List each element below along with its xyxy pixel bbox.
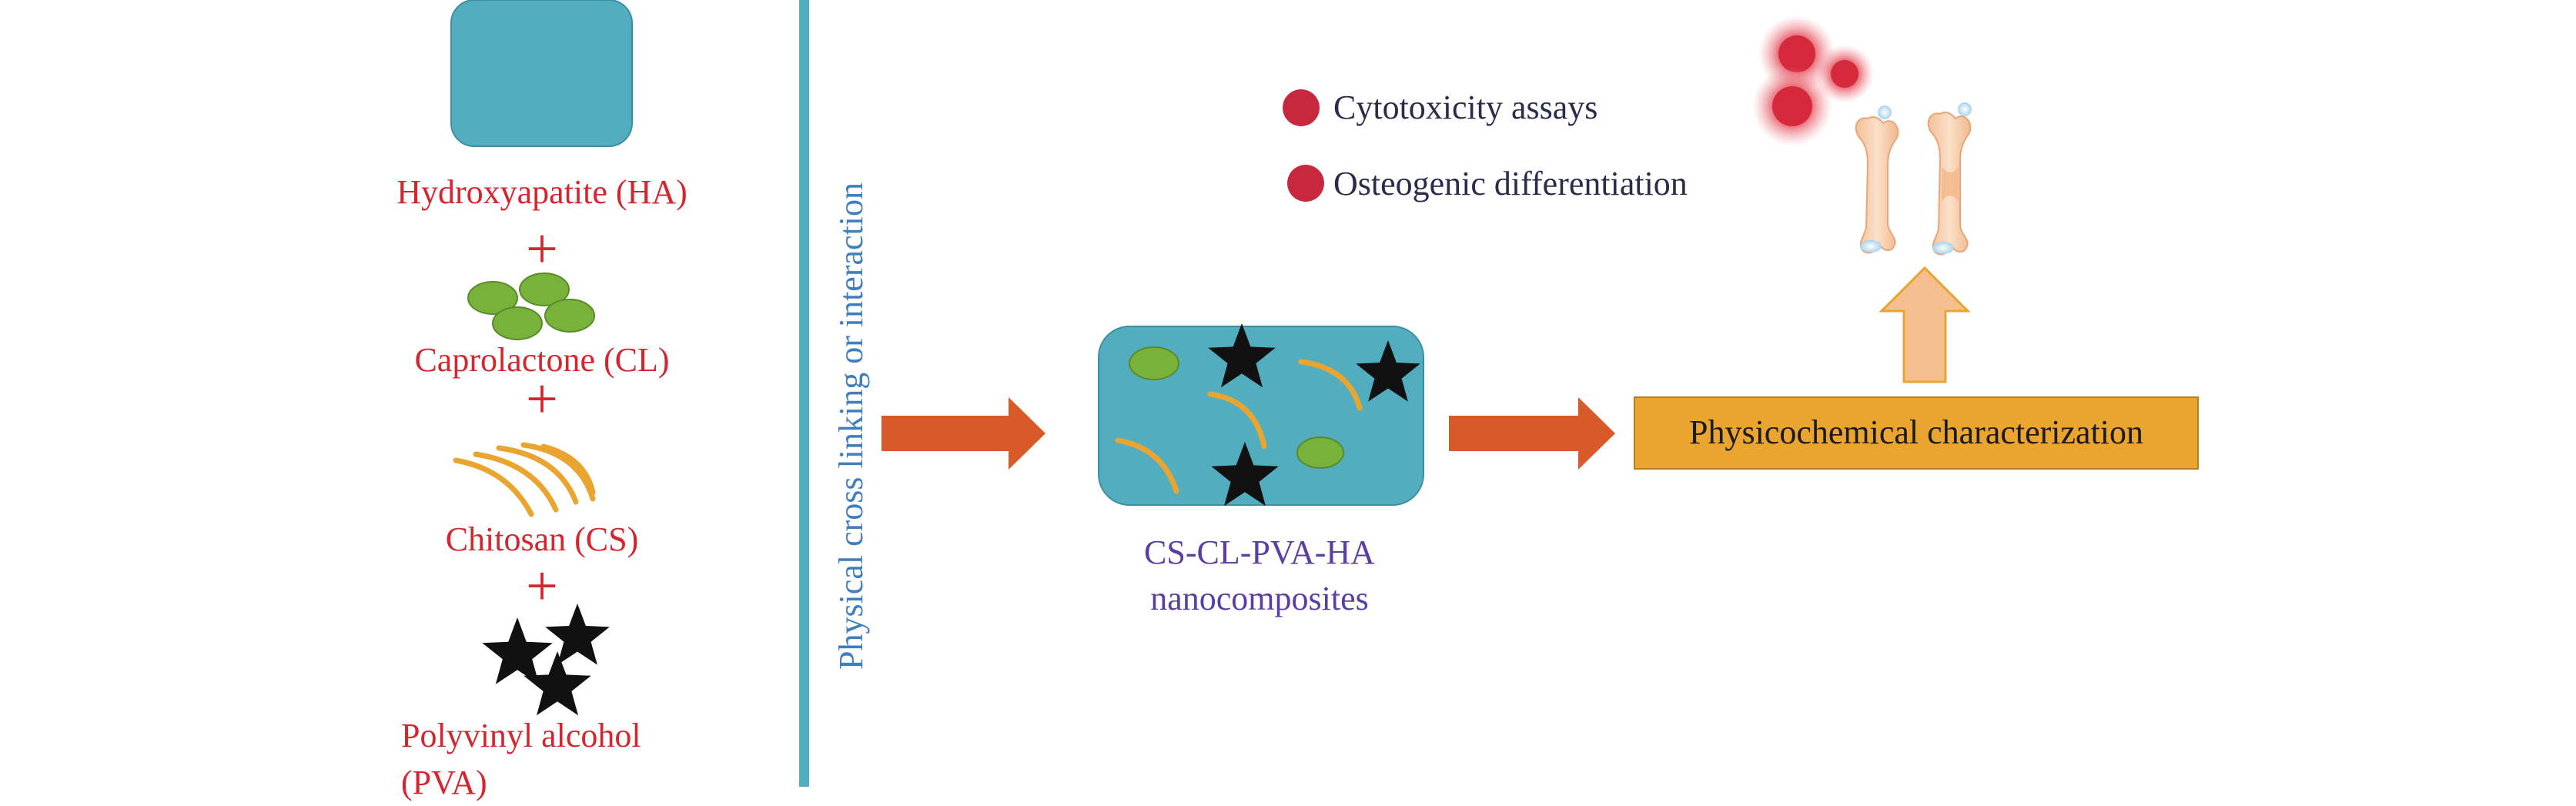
label-composite-line1: CS-CL-PVA-HA xyxy=(1144,533,1375,571)
plus-sign-2: + xyxy=(526,368,558,431)
label-hydroxyapatite: Hydroxyapatite (HA) xyxy=(396,173,687,211)
star-icon xyxy=(545,604,610,665)
star-icon xyxy=(1211,442,1279,507)
label-cytotoxicity: Cytotoxicity assays xyxy=(1333,89,1597,126)
chitosan-fibers-icon xyxy=(453,442,596,517)
composite-block-icon xyxy=(1098,323,1424,507)
star-icon xyxy=(1356,340,1420,402)
section-divider xyxy=(799,0,809,787)
star-icon xyxy=(482,617,553,684)
star-icon xyxy=(1208,323,1276,388)
cell-icon xyxy=(1752,15,1874,146)
arrow-to-composite xyxy=(882,397,1045,470)
pva-stars-icon xyxy=(482,604,610,716)
label-crosslinking: Physical cross linking or interaction xyxy=(832,182,870,670)
label-chitosan: Chitosan (CS) xyxy=(446,520,639,558)
star-icon xyxy=(524,651,591,716)
plus-sign-3: + xyxy=(526,555,558,618)
label-caprolactone: Caprolactone (CL) xyxy=(414,341,669,379)
bone-icon xyxy=(1927,102,1972,256)
osteogenic-bullet-icon xyxy=(1287,165,1324,202)
label-osteogenic: Osteogenic differentiation xyxy=(1333,165,1688,202)
caprolactone-particles-icon xyxy=(467,273,595,340)
label-characterization: Physicochemical characterization xyxy=(1689,413,2143,451)
label-composite-line2: nanocomposites xyxy=(1150,580,1369,617)
bone-icon xyxy=(1855,105,1899,254)
arrow-up-to-assays xyxy=(1878,266,1971,383)
label-pva-line2: (PVA) xyxy=(401,764,487,801)
hydroxyapatite-block-icon xyxy=(450,0,633,147)
characterization-box xyxy=(1634,396,2199,470)
arrow-to-characterization xyxy=(1449,397,1615,470)
plus-sign-1: + xyxy=(526,218,558,281)
cytotoxicity-bullet-icon xyxy=(1283,89,1320,126)
label-pva-line1: Polyvinyl alcohol xyxy=(401,717,641,754)
